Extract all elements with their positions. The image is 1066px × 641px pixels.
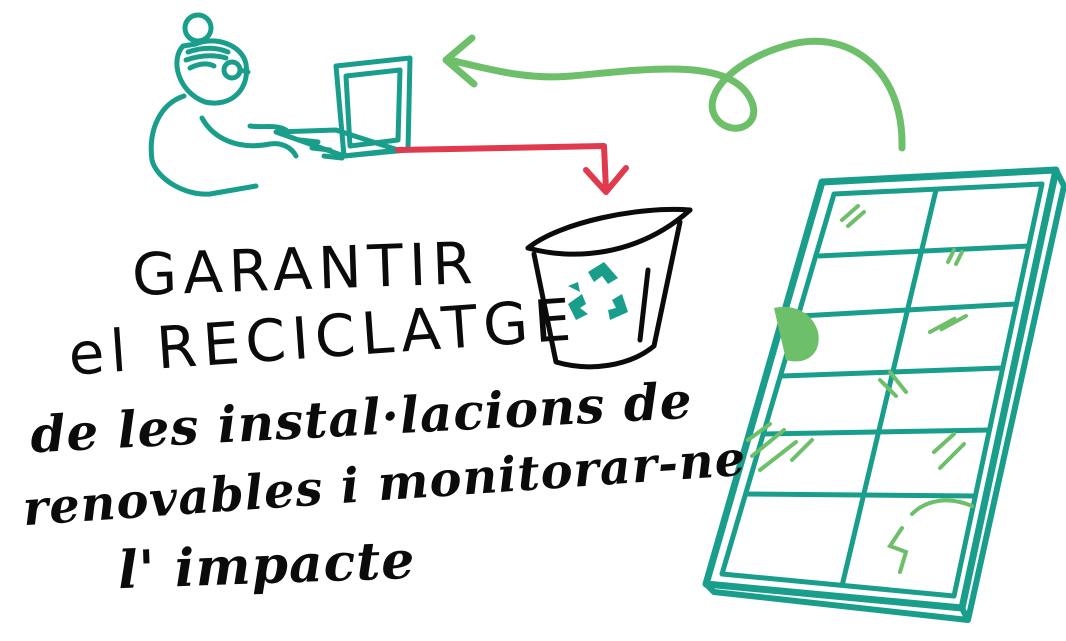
laptop-icon xyxy=(273,55,413,161)
recycle-symbol-icon xyxy=(568,262,628,320)
title-line-garantir: GARANTIR xyxy=(130,228,480,310)
green-loop-arrow-icon xyxy=(442,34,906,152)
solar-panel-icon xyxy=(702,166,1066,623)
recycling-bin-icon xyxy=(525,206,693,370)
subtitle-line-impacte: l' impacte xyxy=(117,529,417,602)
person-at-laptop-icon xyxy=(148,12,299,197)
red-arrow-icon xyxy=(395,143,629,195)
